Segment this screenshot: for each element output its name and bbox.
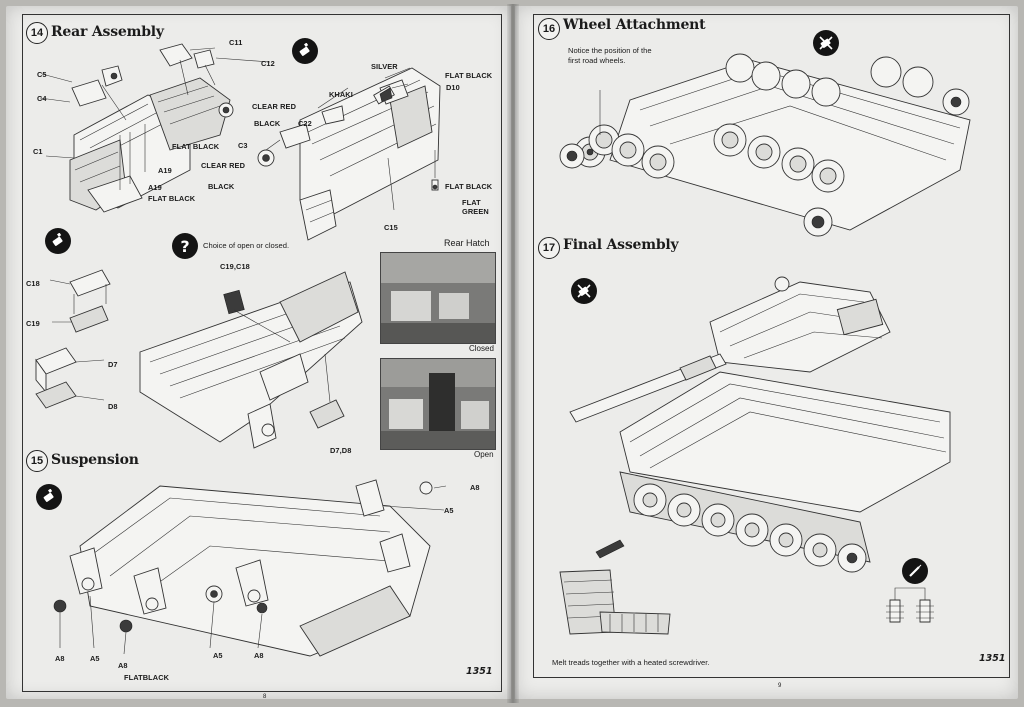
no-glue-icon-2	[571, 278, 597, 304]
hull-rear-drawing	[139, 271, 363, 449]
step-15-title: Suspension	[51, 452, 139, 468]
folio-right: 9	[778, 683, 782, 689]
page-code-left: 1351	[466, 666, 493, 677]
step-17-note: Melt treads together with a heated screw…	[552, 658, 710, 667]
label-a5-2: A5	[90, 654, 100, 663]
suspension-drawing	[53, 479, 447, 657]
wheel-attachment-drawing	[559, 53, 971, 237]
label-flatblack: FLATBLACK	[124, 673, 170, 682]
label-clear-red-2: CLEAR RED	[201, 161, 246, 170]
label-c19: C19	[26, 319, 40, 328]
label-d7: D7	[108, 360, 118, 369]
label-a5-3: A5	[213, 651, 223, 660]
label-c3: C3	[238, 141, 248, 150]
photo-hatch-closed	[380, 252, 496, 344]
label-a8-2: A8	[55, 654, 65, 663]
label-c12: C12	[261, 59, 275, 68]
label-flat-black-2: FLAT BLACK	[148, 194, 196, 203]
choice-note: Choice of open or closed.	[203, 241, 290, 250]
caption-open: Open	[474, 450, 494, 459]
label-flat-green: FLAT GREEN	[462, 198, 489, 216]
label-d8: D8	[108, 402, 118, 411]
step-14-title: Rear Assembly	[51, 24, 164, 40]
step-15-number: 15	[26, 450, 48, 472]
no-glue-icon	[813, 30, 839, 56]
label-c11: C11	[229, 38, 243, 47]
glue-tube-icon-3	[36, 484, 62, 510]
right-page-frame	[533, 14, 1010, 678]
glue-tube-icon-2	[45, 228, 71, 254]
label-flat-black-3: FLAT BLACK	[445, 71, 493, 80]
label-d7-d8: D7,D8	[330, 446, 352, 455]
label-c4: C4	[37, 94, 47, 103]
left-page-frame	[22, 14, 502, 692]
page-code-right: 1351	[979, 653, 1006, 664]
label-d10: D10	[446, 83, 460, 92]
step-17-title: Final Assembly	[563, 237, 679, 253]
label-a8-4: A8	[254, 651, 264, 660]
label-c18: C18	[26, 279, 40, 288]
step-16-number: 16	[538, 18, 560, 40]
rear-hatch-title: Rear Hatch	[444, 238, 490, 248]
label-khaki: KHAKI	[329, 90, 353, 99]
step-17-number: 17	[538, 237, 560, 259]
label-a19-1: A19	[158, 166, 172, 175]
step-14-number: 14	[26, 22, 48, 44]
label-black-2: BLACK	[208, 182, 235, 191]
photo-hatch-open	[380, 358, 496, 450]
step-16-title: Wheel Attachment	[563, 17, 706, 33]
label-a5-1: A5	[444, 506, 454, 515]
label-silver: SILVER	[371, 62, 398, 71]
label-c5: C5	[37, 70, 47, 79]
label-black-1: BLACK	[254, 119, 281, 128]
book-gutter	[507, 4, 519, 703]
hatch-parts-drawing	[35, 269, 111, 409]
label-clear-red-1: CLEAR RED	[252, 102, 297, 111]
label-a8-3: A8	[118, 661, 128, 670]
label-a8-1: A8	[470, 483, 480, 492]
label-c22: C22	[298, 119, 312, 128]
step-16-note: Notice the position of the first road wh…	[568, 46, 652, 65]
soldering-icon	[902, 558, 928, 584]
label-flat-black-1: FLAT BLACK	[172, 142, 220, 151]
label-c15: C15	[384, 223, 398, 232]
question-mark-icon: ?	[172, 233, 198, 259]
folio-left: 8	[263, 694, 267, 700]
rear-assembly-drawing	[39, 43, 441, 241]
label-c1: C1	[33, 147, 43, 156]
label-a19-2: A19	[148, 183, 162, 192]
label-c19-c18: C19,C18	[220, 262, 250, 271]
glue-tube-icon	[292, 38, 318, 64]
label-flat-black-4: FLAT BLACK	[445, 182, 493, 191]
final-assembly-drawing	[559, 276, 951, 635]
caption-closed: Closed	[469, 344, 494, 353]
